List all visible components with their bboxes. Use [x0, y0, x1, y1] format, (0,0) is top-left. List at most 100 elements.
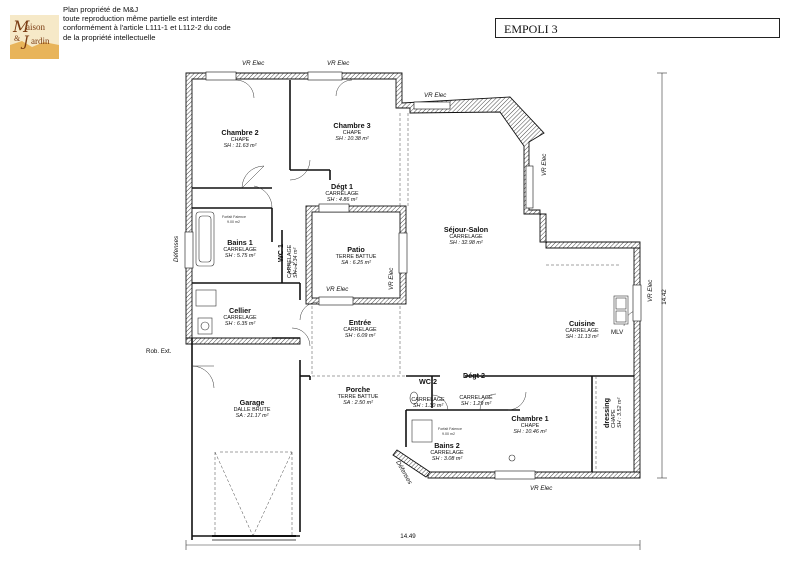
room-wc-2: WC 2 CARRELAGE SH : 1.30 m²	[411, 377, 445, 409]
svg-text:SH : 11.13 m²: SH : 11.13 m²	[566, 334, 599, 340]
vr-elec-label: VR Elec	[242, 60, 265, 67]
logo-ampersand: &	[14, 34, 21, 43]
svg-text:SH : 11.63 m²: SH : 11.63 m²	[224, 143, 257, 149]
svg-text:Séjour-Salon: Séjour-Salon	[444, 225, 488, 234]
svg-text:CARRELAGE: CARRELAGE	[459, 395, 493, 401]
svg-text:CARRELAGE: CARRELAGE	[449, 234, 483, 240]
mlv-label: MLV	[611, 329, 624, 336]
height-dimension: 14.42	[661, 289, 668, 305]
vr-elec-label: VR Elec	[541, 153, 548, 176]
room-degt-2: Dégt 2 CARRELAGE SH : 1.29 m²	[459, 371, 493, 407]
dashed-guides	[214, 113, 620, 537]
logo-word-2: ardin	[31, 36, 50, 46]
faience-qty-note: 9.00 m2	[442, 432, 455, 436]
svg-text:SA : 6.25 m²: SA : 6.25 m²	[341, 260, 371, 266]
svg-text:Chambre 3: Chambre 3	[333, 121, 370, 130]
rob-ext-label: Rob. Ext.	[146, 348, 172, 355]
vr-elec-label: VR Elec	[326, 286, 349, 293]
svg-text:CARRELAGE: CARRELAGE	[565, 328, 599, 334]
forfait-faience-note: Forfait Faience	[438, 427, 462, 431]
svg-text:SA : 2.50 m²: SA : 2.50 m²	[343, 400, 373, 406]
copyright-line: conformément à l'article L111-1 et L112-…	[63, 23, 231, 33]
svg-text:SH : 6.09 m²: SH : 6.09 m²	[345, 333, 375, 339]
svg-text:CARRELAGE: CARRELAGE	[223, 315, 257, 321]
svg-text:TERRE BATTUE: TERRE BATTUE	[338, 394, 379, 400]
vr-elec-label: VR Elec	[424, 92, 447, 99]
vr-elec-label: VR Elec	[647, 279, 654, 302]
copyright-line: de la propriété intellectuelle	[63, 32, 156, 42]
svg-text:SH : 4.86 m²: SH : 4.86 m²	[327, 197, 357, 203]
svg-text:dressing: dressing	[602, 398, 611, 428]
svg-text:Porche: Porche	[346, 385, 370, 394]
maison-jardin-logo: M aison & J ardin	[10, 15, 59, 59]
room-degt-1: Dégt 1 CARRELAGE SH : 4.86 m²	[325, 182, 359, 203]
svg-text:CARRELAGE: CARRELAGE	[325, 191, 359, 197]
room-cellier: Cellier CARRELAGE SH : 6.35 m²	[223, 306, 257, 327]
dimension-lines	[185, 72, 667, 550]
door-swings	[191, 79, 641, 411]
svg-text:SH : 10.38 m²: SH : 10.38 m²	[335, 136, 368, 142]
svg-text:WC 1: WC 1	[276, 244, 285, 262]
room-patio: Patio TERRE BATTUE SA : 6.25 m²	[336, 245, 377, 266]
svg-text:Cellier: Cellier	[229, 306, 251, 315]
svg-text:Dégt 1: Dégt 1	[331, 182, 353, 191]
windows	[184, 71, 642, 480]
width-dimension: 14.49	[400, 533, 416, 540]
copyright-line: toute reproduction même partielle est in…	[63, 14, 218, 24]
svg-text:DALLE BRUTE: DALLE BRUTE	[234, 407, 271, 413]
garage-door	[212, 535, 296, 541]
svg-text:Chambre 2: Chambre 2	[221, 128, 258, 137]
defenses-label: Défenses	[173, 236, 180, 262]
room-wc-1: WC 1 CARRELAGE SH : 1.34 m²	[276, 244, 299, 278]
svg-text:TERRE BATTUE: TERRE BATTUE	[336, 254, 377, 260]
svg-text:SH : 1.29 m²: SH : 1.29 m²	[461, 401, 491, 407]
logo-word-1: aison	[26, 22, 45, 32]
room-entree: Entrée CARRELAGE SH : 6.09 m²	[343, 318, 377, 339]
svg-text:CARRELAGE: CARRELAGE	[343, 327, 377, 333]
svg-text:WC 2: WC 2	[419, 377, 437, 386]
room-chambre-1: Chambre 1 CHAPE SH : 10.46 m²	[511, 414, 548, 435]
patio-walls	[305, 205, 407, 305]
svg-text:CHAPE: CHAPE	[343, 130, 362, 136]
svg-text:SH : 3.52 m²: SH : 3.52 m²	[617, 398, 623, 428]
svg-text:Bains 1: Bains 1	[227, 238, 253, 247]
forfait-faience-note: Forfait Faience	[222, 215, 246, 219]
fixtures	[195, 211, 629, 462]
plan-title: EMPOLI 3	[495, 18, 780, 38]
room-chambre-3: Chambre 3 CHAPE SH : 10.38 m²	[333, 121, 370, 142]
room-bains-2: Bains 2 CARRELAGE SH : 3.08 m²	[430, 441, 464, 462]
svg-text:SH : 5.75 m²: SH : 5.75 m²	[225, 253, 255, 259]
copyright-notice: Plan propriété de M&J toute reproduction…	[63, 5, 231, 42]
svg-text:Chambre 1: Chambre 1	[511, 414, 548, 423]
svg-text:Dégt 2: Dégt 2	[463, 371, 485, 380]
room-sejour-salon: Séjour-Salon CARRELAGE SH : 32.98 m²	[444, 225, 488, 246]
vr-elec-label: VR Elec	[388, 267, 395, 290]
room-chambre-2: Chambre 2 CHAPE SH : 11.63 m²	[221, 128, 258, 149]
room-dressing: dressing CHAPE SH : 3.52 m²	[602, 398, 623, 428]
svg-text:SA : 21.17 m²: SA : 21.17 m²	[236, 413, 269, 419]
vr-elec-label: VR Elec	[530, 485, 553, 492]
svg-text:CARRELAGE: CARRELAGE	[430, 450, 464, 456]
faience-qty-note: 9.00 m2	[227, 220, 240, 224]
room-garage: Garage DALLE BRUTE SA : 21.17 m²	[234, 398, 271, 419]
svg-text:SH : 6.35 m²: SH : 6.35 m²	[225, 321, 255, 327]
svg-text:Bains 2: Bains 2	[434, 441, 460, 450]
logo-letter-m: M	[12, 17, 30, 36]
vr-elec-label: VR Elec	[327, 60, 350, 67]
svg-text:CARRELAGE: CARRELAGE	[287, 244, 293, 278]
room-bains-1: Bains 1 CARRELAGE SH : 5.75 m²	[223, 238, 257, 259]
svg-text:SH : 1.34 m²: SH : 1.34 m²	[293, 248, 299, 278]
svg-text:CHAPE: CHAPE	[611, 409, 617, 428]
svg-text:Entrée: Entrée	[349, 318, 371, 327]
copyright-line: Plan propriété de M&J	[63, 5, 139, 14]
svg-text:Patio: Patio	[347, 245, 365, 254]
logo-letter-j: J	[20, 34, 30, 50]
svg-text:Cuisine: Cuisine	[569, 319, 595, 328]
svg-text:CHAPE: CHAPE	[231, 137, 250, 143]
svg-text:CHAPE: CHAPE	[521, 423, 540, 429]
svg-text:SH : 3.08 m²: SH : 3.08 m²	[432, 456, 462, 462]
interior-partitions	[191, 80, 634, 540]
svg-text:CARRELAGE: CARRELAGE	[411, 397, 445, 403]
